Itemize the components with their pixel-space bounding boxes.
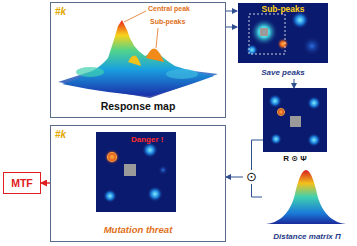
heatmap-title: Sub-peaks	[237, 5, 329, 14]
callout-label: Sub-peaks	[150, 18, 185, 26]
distance-matrix: Distance matrix Π	[262, 170, 352, 243]
mtf-box: MTF	[3, 172, 41, 194]
product-label: R ⊙ Ψ	[263, 155, 327, 164]
connector-arrow	[41, 182, 50, 183]
operator-symbol: ⊙	[243, 170, 260, 184]
callout-label: Central peak	[148, 5, 190, 13]
matrix-label: Distance matrix Π	[262, 233, 352, 242]
heatmap-panel: Sub-peaksSave peaks	[237, 2, 329, 79]
connector-arrow	[226, 11, 237, 12]
panel-title: Mutation threat	[51, 225, 225, 235]
panel-title: Response map	[51, 101, 225, 113]
frame-index: #k	[55, 6, 66, 17]
product-operator: ⊙	[243, 170, 260, 184]
connector-arrow	[252, 140, 264, 170]
zoom-inset: R ⊙ Ψ	[263, 88, 327, 165]
connector-arrow	[252, 184, 263, 197]
frame-index: #k	[55, 129, 66, 140]
response-map-panel: #kResponse map	[50, 2, 226, 118]
connector-arrow	[294, 79, 295, 88]
threat-panel: #kDanger ! Mutation threat	[50, 125, 226, 242]
connector-arrow	[226, 27, 237, 28]
caption-text: Save peaks	[237, 69, 329, 78]
connector-arrow	[226, 177, 243, 178]
danger-label: Danger !	[131, 136, 163, 145]
mtf-label: MTF	[4, 178, 40, 190]
